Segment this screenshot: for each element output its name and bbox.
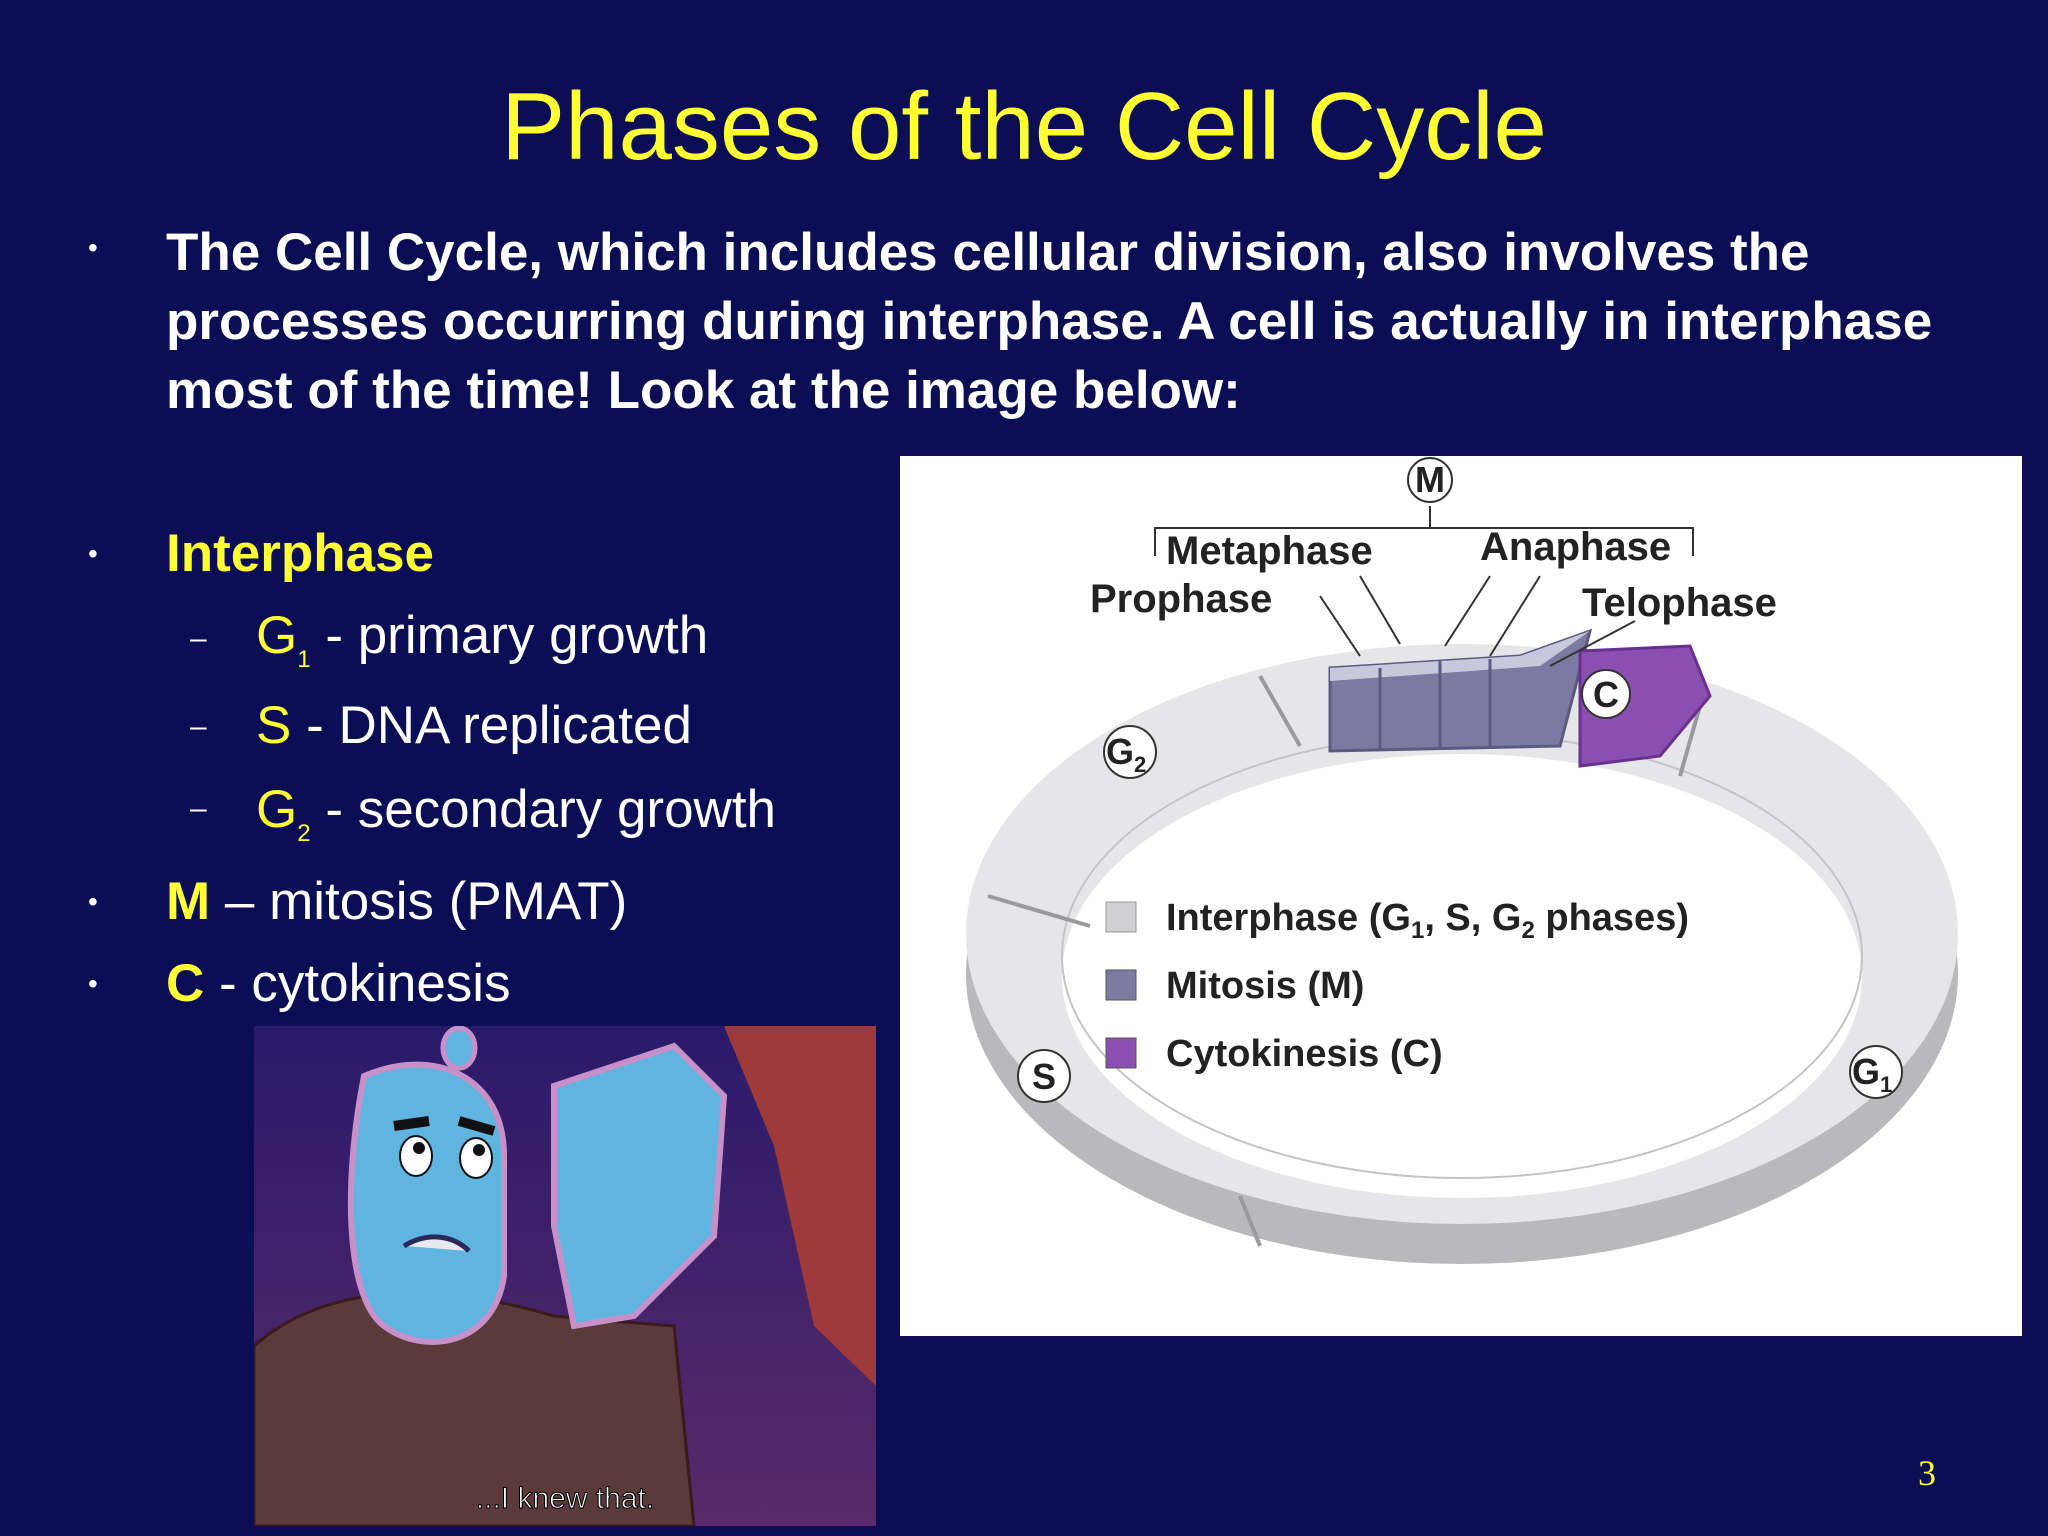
- g2-diagram-label: G2: [1106, 731, 1146, 777]
- blue-face: [347, 1061, 507, 1345]
- anaphase-label: Anaphase: [1480, 525, 1671, 569]
- cell-cycle-diagram: M Metaphase Anaphase Prophase Telophase …: [900, 456, 2022, 1336]
- mitosis-dividers: [1378, 659, 1492, 751]
- legend-swatch-cytokinesis: [1105, 1037, 1137, 1069]
- bullet-dot: •: [88, 538, 98, 569]
- dash-marker: –: [190, 792, 207, 825]
- legend-mitosis: Mitosis (M): [1166, 965, 1364, 1007]
- legend-interphase-sub1: 1: [1411, 917, 1424, 944]
- g2-text: - secondary growth: [310, 780, 777, 839]
- g1-item: G1 - primary growth: [256, 604, 708, 692]
- meme-image: ...I knew that.: [252, 1025, 876, 1528]
- s-item: S - DNA replicated: [256, 694, 692, 758]
- interphase-heading: Interphase: [166, 524, 435, 583]
- g2-subscript: 2: [297, 820, 311, 847]
- s-diagram-label: S: [1032, 1056, 1056, 1097]
- telophase-label: Telophase: [1582, 581, 1777, 625]
- m-letter: M: [166, 872, 211, 931]
- g1-subscript: 1: [297, 646, 311, 673]
- metaphase-label: Metaphase: [1166, 529, 1373, 573]
- g2-badge: [1103, 725, 1157, 779]
- legend-interphase-post: phases): [1535, 897, 1689, 939]
- segment-seam: [987, 894, 1091, 928]
- legend-interphase-pre: Interphase (G: [1166, 897, 1411, 939]
- red-chair: [724, 1026, 876, 1386]
- legend-swatch-mitosis: [1105, 969, 1137, 1001]
- legend-interphase-sub2: 2: [1521, 917, 1534, 944]
- g1-text: - primary growth: [310, 606, 709, 665]
- page-number: 3: [1918, 1453, 1936, 1493]
- left-pupil: [413, 1142, 425, 1154]
- hair-topknot: [440, 1025, 478, 1071]
- c-text: - cytokinesis: [204, 954, 511, 1013]
- meme-caption: ...I knew that.: [476, 1482, 654, 1515]
- bullet-dot: •: [88, 968, 98, 999]
- dash-marker: –: [190, 710, 207, 743]
- meme-illustration: ...I knew that.: [252, 1025, 876, 1528]
- m-text: – mitosis (PMAT): [210, 872, 628, 931]
- cell-cycle-ring: M Metaphase Anaphase Prophase Telophase …: [966, 457, 1958, 1264]
- right-pupil: [473, 1144, 485, 1156]
- c-badge: [1581, 669, 1631, 719]
- g1-diagram-letter: G: [1852, 1051, 1880, 1092]
- ring-hole: [1062, 754, 1862, 1198]
- blue-hand: [551, 1042, 728, 1330]
- m-item: M – mitosis (PMAT): [166, 870, 627, 934]
- legend-swatch-interphase: [1105, 901, 1137, 933]
- g1-letter: G: [256, 606, 298, 665]
- c-item: C - cytokinesis: [166, 952, 511, 1016]
- prophase-label: Prophase: [1090, 577, 1272, 621]
- s-letter: S: [256, 696, 292, 755]
- legend-interphase-mid: , S, G: [1424, 897, 1521, 939]
- m-label: M: [1415, 459, 1445, 500]
- eyebrows: [393, 1116, 496, 1136]
- g1-badge: [1849, 1045, 1903, 1099]
- m-bracket: [1154, 506, 1694, 556]
- s-text: - DNA replicated: [291, 696, 692, 755]
- legend-interphase: Interphase (G1, S, G2 phases): [1166, 897, 1689, 944]
- callout-lines: [1319, 575, 1636, 667]
- bullet-dot: •: [88, 232, 98, 263]
- intro-paragraph: The Cell Cycle, which includes cellular …: [166, 223, 1933, 420]
- segment-seam: [1238, 1195, 1262, 1247]
- g2-letter: G: [256, 780, 298, 839]
- c-label: C: [1593, 674, 1619, 715]
- segment-seam: [1678, 705, 1702, 777]
- dash-marker: –: [190, 622, 207, 655]
- page-title: Phases of the Cell Cycle: [501, 73, 1547, 180]
- m-badge: [1407, 457, 1453, 503]
- segment-seam: [1258, 675, 1302, 747]
- c-letter: C: [166, 954, 205, 1013]
- bullet-dot: •: [88, 886, 98, 917]
- left-eye: [399, 1135, 433, 1177]
- mitosis-top: [1330, 631, 1590, 681]
- g2-diagram-sub: 2: [1134, 752, 1146, 777]
- g1-diagram-sub: 1: [1880, 1072, 1892, 1097]
- right-eye: [459, 1137, 493, 1179]
- legend-cytokinesis: Cytokinesis (C): [1166, 1033, 1443, 1075]
- s-badge: [1017, 1049, 1071, 1103]
- g2-diagram-letter: G: [1106, 731, 1134, 772]
- g1-diagram-label: G1: [1852, 1051, 1892, 1097]
- g2-item: G2 - secondary growth: [256, 778, 776, 866]
- grimace-mouth: [402, 1234, 471, 1253]
